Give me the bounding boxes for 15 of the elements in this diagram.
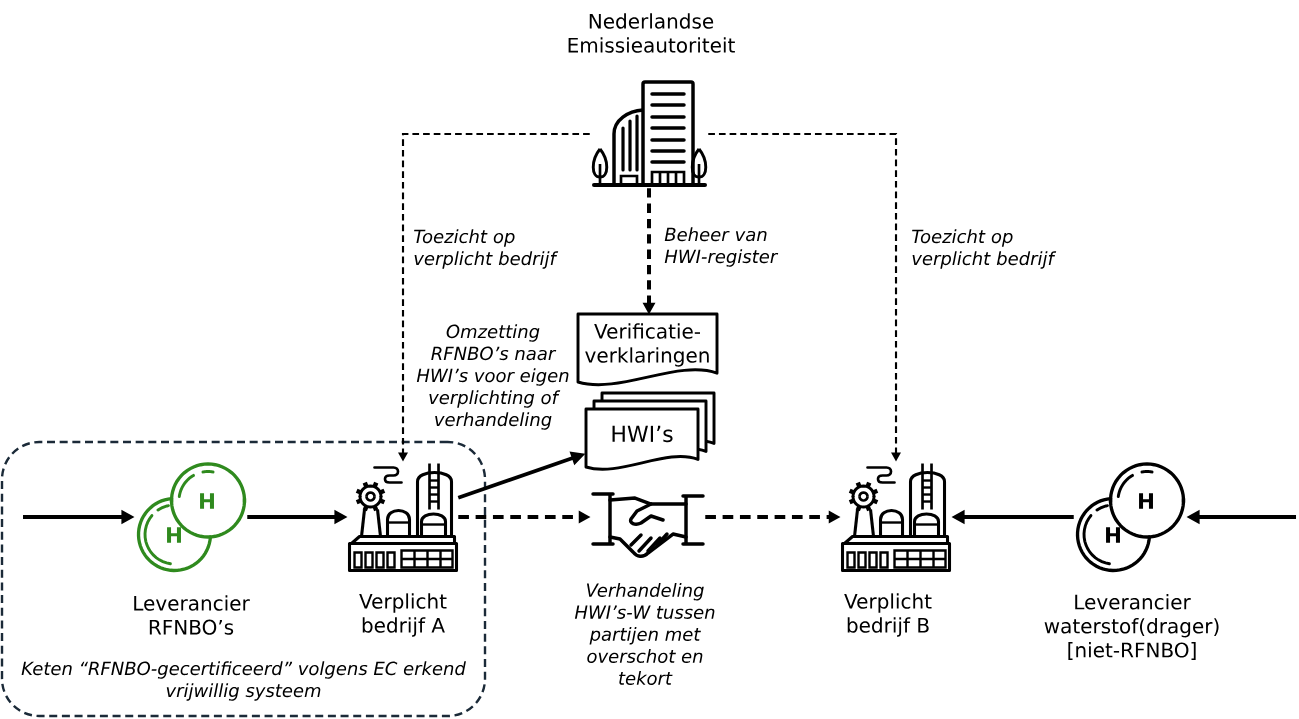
edge-label: Toezicht op verplicht bedrijf (414, 229, 559, 269)
node-label: Leverancier RFNBO’s (134, 595, 250, 635)
node-label: Verplicht bedrijf A (359, 593, 447, 637)
edge-label: Toezicht op verplicht bedrijf (912, 229, 1057, 269)
node-label: Verplicht bedrijf B (844, 593, 932, 637)
element-symbol: H (167, 527, 181, 543)
node-title: Nederlandse Emissieautoriteit (568, 13, 735, 53)
node-label: Leverancier waterstof(drager) [niet-RFNBO] (1044, 594, 1219, 660)
edge-label: Omzetting RFNBO’s naar HWI’s voor eigen verplichting of verhandeling (416, 324, 569, 430)
element-symbol: H (1139, 493, 1153, 509)
element-symbol: H (200, 493, 214, 509)
element-symbol: H (1106, 527, 1120, 543)
document-stack: HWI’s (584, 391, 716, 471)
edge-label: Beheer van HWI-register (664, 227, 779, 267)
node-label: Verhandeling HWI’s-W tussen partijen met overschot en tekort (574, 583, 715, 685)
